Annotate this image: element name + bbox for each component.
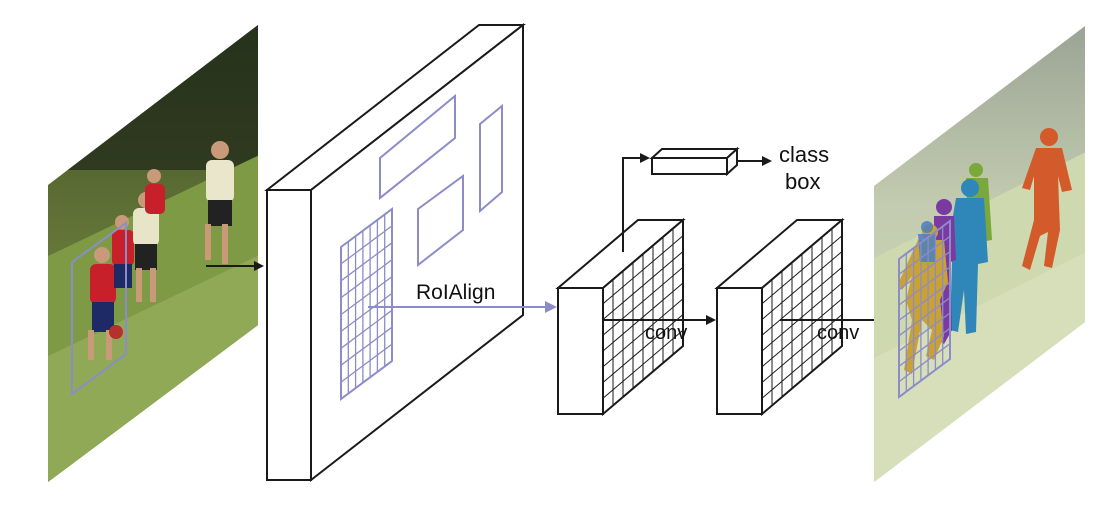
input-image: [48, 25, 258, 482]
roi-feature-block-1: [555, 217, 686, 417]
roi-proposal-3: [417, 174, 464, 268]
mask-orange: [1022, 128, 1072, 270]
mask-teal: [946, 179, 988, 334]
box-label: box: [785, 169, 820, 194]
roi-grid: [340, 207, 393, 401]
roi-proposal-2: [479, 103, 503, 214]
class-label: class: [779, 142, 829, 167]
output-image: [874, 26, 1085, 482]
input-roi-box: [71, 221, 127, 396]
player-yellow-2: [205, 141, 234, 264]
player-red-1: [88, 247, 123, 360]
roi-proposal-1: [379, 93, 456, 201]
conv-label-1: conv: [645, 322, 687, 344]
arrow-to-head: [622, 153, 650, 252]
roi-feature-block-2: [714, 217, 845, 417]
conv-label-2: conv: [817, 322, 859, 344]
player-red-3: [145, 169, 165, 214]
player-yellow-1: [133, 192, 159, 302]
output-roi-grid: [898, 219, 951, 399]
fc-head-block: [649, 146, 740, 177]
feature-map: [264, 22, 526, 483]
roialign-label: RoIAlign: [416, 281, 495, 304]
